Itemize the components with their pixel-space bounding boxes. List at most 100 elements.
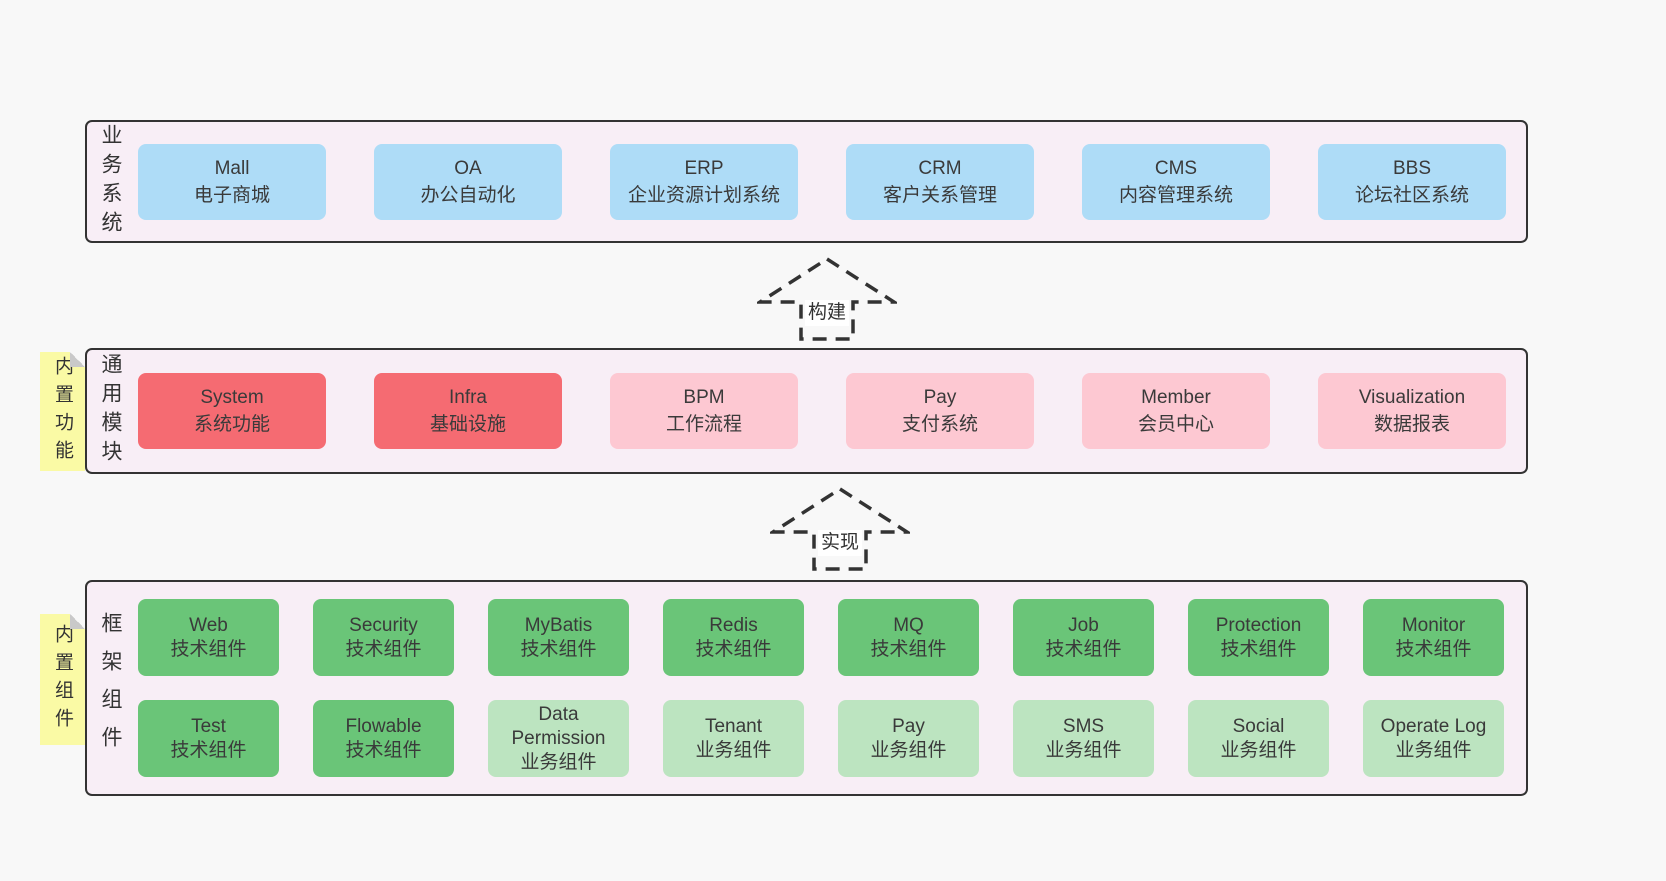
component-box: Pay 业务组件 bbox=[838, 700, 979, 777]
component-box: MyBatis 技术组件 bbox=[488, 599, 629, 676]
box-subtitle: 技术组件 bbox=[1220, 638, 1297, 660]
business-system-box: ERP 企业资源计划系统 bbox=[610, 143, 798, 220]
up-arrow-icon bbox=[770, 486, 910, 571]
component-box: MQ 技术组件 bbox=[838, 599, 979, 676]
box-title: MQ bbox=[893, 614, 924, 636]
component-box: Test 技术组件 bbox=[138, 700, 279, 777]
box-subtitle: 企业资源计划系统 bbox=[627, 184, 780, 206]
box-title: Monitor bbox=[1401, 614, 1466, 636]
box-title: Tenant bbox=[704, 715, 763, 737]
box-title: Member bbox=[1141, 387, 1211, 408]
component-box: Job 技术组件 bbox=[1013, 599, 1154, 676]
box-title: CRM bbox=[918, 157, 962, 179]
common-modules-panel: 通用模块 System 系统功能 Infra 基础设施 BPM 工作流程 Pay… bbox=[85, 348, 1528, 474]
box-title: CMS bbox=[1154, 157, 1198, 179]
box-title: Pay bbox=[923, 387, 957, 408]
framework-components-panel: 框架组件 Web 技术组件 Security 技术组件 MyBatis 技术组件… bbox=[85, 580, 1528, 796]
box-title: Test bbox=[191, 715, 226, 737]
component-box: SMS 业务组件 bbox=[1013, 700, 1154, 777]
modules-panel-label: 通用模块 bbox=[99, 353, 122, 469]
box-title: Protection bbox=[1215, 614, 1302, 636]
box-subtitle: 业务组件 bbox=[1395, 739, 1472, 761]
module-box: BPM 工作流程 bbox=[610, 373, 798, 449]
box-subtitle: 系统功能 bbox=[193, 414, 270, 435]
box-subtitle: 基础设施 bbox=[429, 414, 506, 435]
box-subtitle: 工作流程 bbox=[665, 414, 742, 435]
business-boxes: Mall 电子商城 OA 办公自动化 ERP 企业资源计划系统 CRM 客户关系… bbox=[138, 122, 1526, 241]
box-subtitle: 业务组件 bbox=[695, 739, 772, 761]
component-box: Security 技术组件 bbox=[313, 599, 454, 676]
component-box: Monitor 技术组件 bbox=[1363, 599, 1504, 676]
business-panel-label: 业务系统 bbox=[99, 123, 122, 240]
build-arrow-label: 构建 bbox=[804, 300, 850, 326]
box-title: BBS bbox=[1392, 157, 1432, 179]
module-box: System 系统功能 bbox=[138, 373, 326, 449]
module-box: Visualization 数据报表 bbox=[1318, 373, 1506, 449]
box-title: SMS bbox=[1062, 715, 1105, 737]
component-box: Web 技术组件 bbox=[138, 599, 279, 676]
business-system-box: CRM 客户关系管理 bbox=[846, 143, 1034, 220]
box-title: Web bbox=[189, 614, 228, 636]
box-subtitle: 数据报表 bbox=[1373, 414, 1450, 435]
box-subtitle: 技术组件 bbox=[870, 638, 947, 660]
box-title: Social bbox=[1232, 715, 1285, 737]
box-subtitle: 技术组件 bbox=[1045, 638, 1122, 660]
box-subtitle: 论坛社区系统 bbox=[1354, 184, 1469, 206]
box-subtitle: 技术组件 bbox=[170, 739, 247, 761]
component-box: Social 业务组件 bbox=[1188, 700, 1329, 777]
business-system-box: Mall 电子商城 bbox=[138, 143, 326, 220]
build-arrow: 构建 bbox=[757, 256, 897, 342]
box-subtitle: 业务组件 bbox=[1045, 739, 1122, 761]
box-title: System bbox=[200, 387, 264, 408]
box-title: BPM bbox=[683, 387, 725, 408]
box-title: Mall bbox=[214, 157, 250, 179]
box-title: Security bbox=[349, 614, 418, 636]
box-subtitle: 业务组件 bbox=[1220, 739, 1297, 761]
module-box: Pay 支付系统 bbox=[846, 373, 1034, 449]
business-system-box: BBS 论坛社区系统 bbox=[1318, 143, 1506, 220]
box-subtitle: 技术组件 bbox=[695, 638, 772, 660]
business-system-box: CMS 内容管理系统 bbox=[1082, 143, 1270, 220]
note-fold-corner-icon bbox=[70, 614, 85, 629]
box-subtitle: 技术组件 bbox=[345, 739, 422, 761]
box-title: ERP bbox=[684, 157, 724, 179]
box-subtitle: 业务组件 bbox=[520, 751, 597, 773]
component-rows: Web 技术组件 Security 技术组件 MyBatis 技术组件 Redi… bbox=[138, 582, 1526, 794]
component-row-1: Web 技术组件 Security 技术组件 MyBatis 技术组件 Redi… bbox=[138, 599, 1526, 676]
box-title: Pay bbox=[892, 715, 925, 737]
box-title: Operate Log bbox=[1380, 715, 1487, 737]
component-row-2: Test 技术组件 Flowable 技术组件 Data Permission … bbox=[138, 700, 1526, 777]
note-fold-corner-icon bbox=[70, 352, 85, 367]
module-box: Infra 基础设施 bbox=[374, 373, 562, 449]
up-arrow-icon bbox=[757, 256, 897, 341]
business-system-box: OA 办公自动化 bbox=[374, 143, 562, 220]
box-subtitle: 电子商城 bbox=[193, 184, 270, 206]
box-subtitle: 技术组件 bbox=[520, 638, 597, 660]
component-box: Protection 技术组件 bbox=[1188, 599, 1329, 676]
box-subtitle: 办公自动化 bbox=[420, 184, 516, 206]
box-subtitle: 支付系统 bbox=[901, 414, 978, 435]
builtin-functions-note-text: 内置功能 bbox=[52, 355, 73, 468]
builtin-components-note-text: 内置组件 bbox=[52, 623, 73, 736]
box-subtitle: 技术组件 bbox=[345, 638, 422, 660]
box-title: Data Permission bbox=[511, 703, 606, 749]
box-title: Flowable bbox=[345, 715, 422, 737]
box-subtitle: 技术组件 bbox=[170, 638, 247, 660]
box-title: MyBatis bbox=[524, 614, 593, 636]
component-box: Data Permission 业务组件 bbox=[488, 700, 629, 777]
box-title: Job bbox=[1068, 614, 1099, 636]
component-box: Redis 技术组件 bbox=[663, 599, 804, 676]
box-title: Visualization bbox=[1358, 387, 1466, 408]
components-panel-label: 框架组件 bbox=[99, 612, 122, 764]
box-subtitle: 会员中心 bbox=[1137, 414, 1214, 435]
business-systems-panel: 业务系统 Mall 电子商城 OA 办公自动化 ERP 企业资源计划系统 CRM… bbox=[85, 120, 1528, 243]
implement-arrow: 实现 bbox=[770, 486, 910, 572]
box-subtitle: 技术组件 bbox=[1395, 638, 1472, 660]
component-box: Tenant 业务组件 bbox=[663, 700, 804, 777]
module-boxes: System 系统功能 Infra 基础设施 BPM 工作流程 Pay 支付系统… bbox=[138, 350, 1526, 472]
module-box: Member 会员中心 bbox=[1082, 373, 1270, 449]
box-title: OA bbox=[454, 157, 482, 179]
box-title: Infra bbox=[448, 387, 488, 408]
box-title: Redis bbox=[709, 614, 758, 636]
builtin-functions-note: 内置功能 bbox=[40, 352, 85, 471]
